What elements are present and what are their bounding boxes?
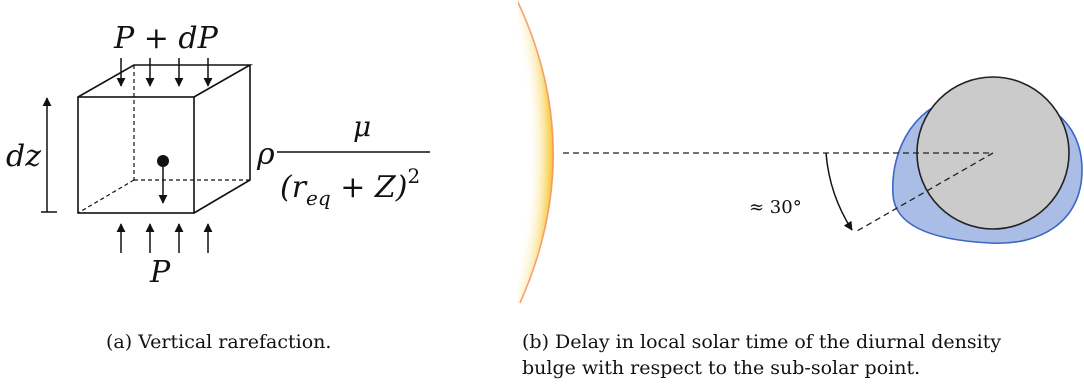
force-numerator: μ bbox=[353, 110, 371, 143]
bottom-pressure-label: P bbox=[149, 255, 171, 290]
angle-arc bbox=[825, 152, 853, 231]
cube-right-edge bbox=[193, 65, 251, 214]
angle-label: ≈ 30° bbox=[749, 197, 802, 218]
force-denominator: (req + Z)2 bbox=[280, 164, 420, 210]
sun-mask bbox=[430, 0, 518, 303]
caption-b-line2: bulge with respect to the sub-solar poin… bbox=[522, 357, 921, 379]
sun-edge bbox=[516, 0, 555, 304]
cube-diagram: P + dP P dz ρ μ (req + Z)2 dz bbox=[6, 21, 490, 290]
solar-diagram: ≈ 30° bbox=[430, 0, 1083, 304]
bottom-pressure-arrows bbox=[116, 223, 213, 253]
cube-top-edge bbox=[77, 64, 254, 98]
caption-b-line1: (b) Delay in local solar time of the diu… bbox=[522, 331, 1002, 353]
height-label: dz bbox=[6, 139, 41, 174]
cube-front-face bbox=[77, 96, 195, 214]
cube-hidden-edges bbox=[77, 65, 250, 214]
top-pressure-arrows bbox=[116, 58, 213, 87]
bulge-direction-line bbox=[856, 152, 994, 232]
force-density-symbol: ρ bbox=[256, 137, 275, 172]
caption-a: (a) Vertical rarefaction. bbox=[106, 331, 332, 353]
top-pressure-label: P + dP bbox=[113, 21, 219, 56]
